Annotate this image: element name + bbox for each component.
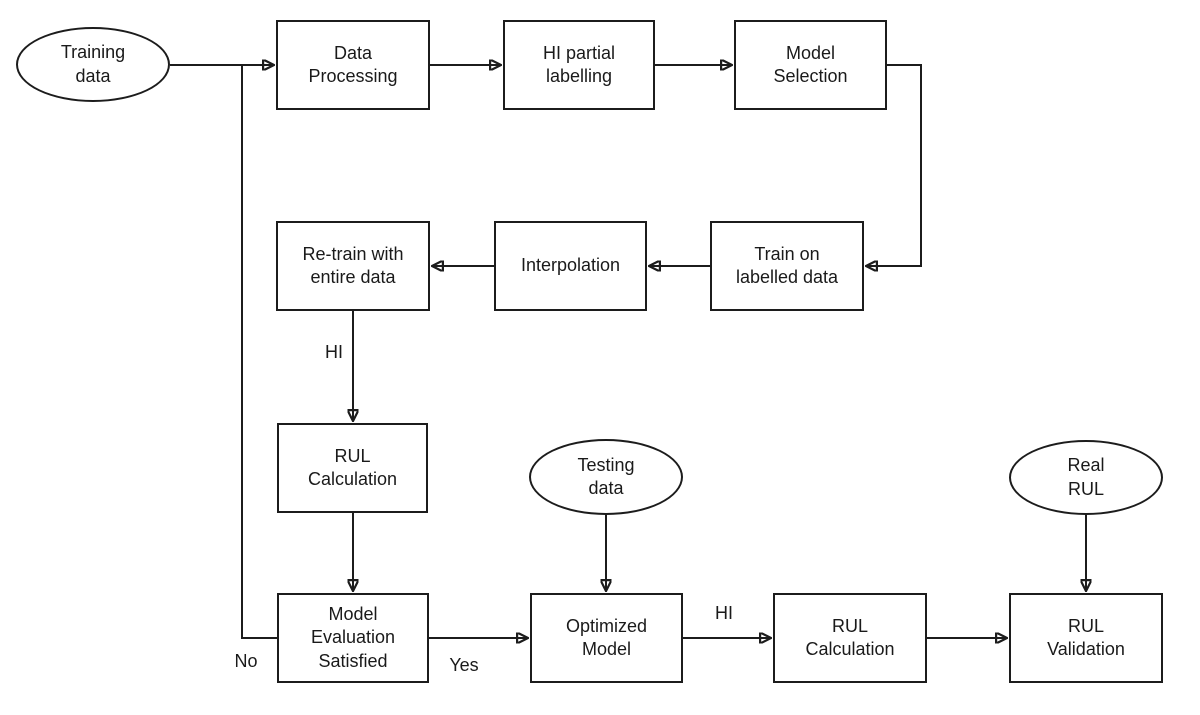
connector-selection-to-train	[867, 64, 922, 266]
node-rul-calculation-1: RUL Calculation	[277, 423, 428, 513]
node-training-data: Training data	[16, 27, 170, 102]
node-testing-data: Testing data	[529, 439, 683, 515]
node-rul-validation: RUL Validation	[1009, 593, 1163, 683]
edge-label-yes: Yes	[449, 655, 479, 675]
edge-label-no: No	[234, 651, 258, 671]
connector-no-feedback	[241, 65, 277, 639]
node-real-rul: Real RUL	[1009, 440, 1163, 515]
edge-label-hi-optimized: HI	[715, 603, 733, 623]
node-model-evaluation: Model Evaluation Satisfied	[277, 593, 429, 683]
edge-label-hi-retrain: HI	[325, 342, 343, 362]
node-model-selection: Model Selection	[734, 20, 887, 110]
node-optimized-model: Optimized Model	[530, 593, 683, 683]
node-hi-partial-labelling: HI partial labelling	[503, 20, 655, 110]
node-interpolation: Interpolation	[494, 221, 647, 311]
node-train-on-labelled-data: Train on labelled data	[710, 221, 864, 311]
node-data-processing: Data Processing	[276, 20, 430, 110]
node-rul-calculation-2: RUL Calculation	[773, 593, 927, 683]
node-retrain-entire-data: Re-train with entire data	[276, 221, 430, 311]
